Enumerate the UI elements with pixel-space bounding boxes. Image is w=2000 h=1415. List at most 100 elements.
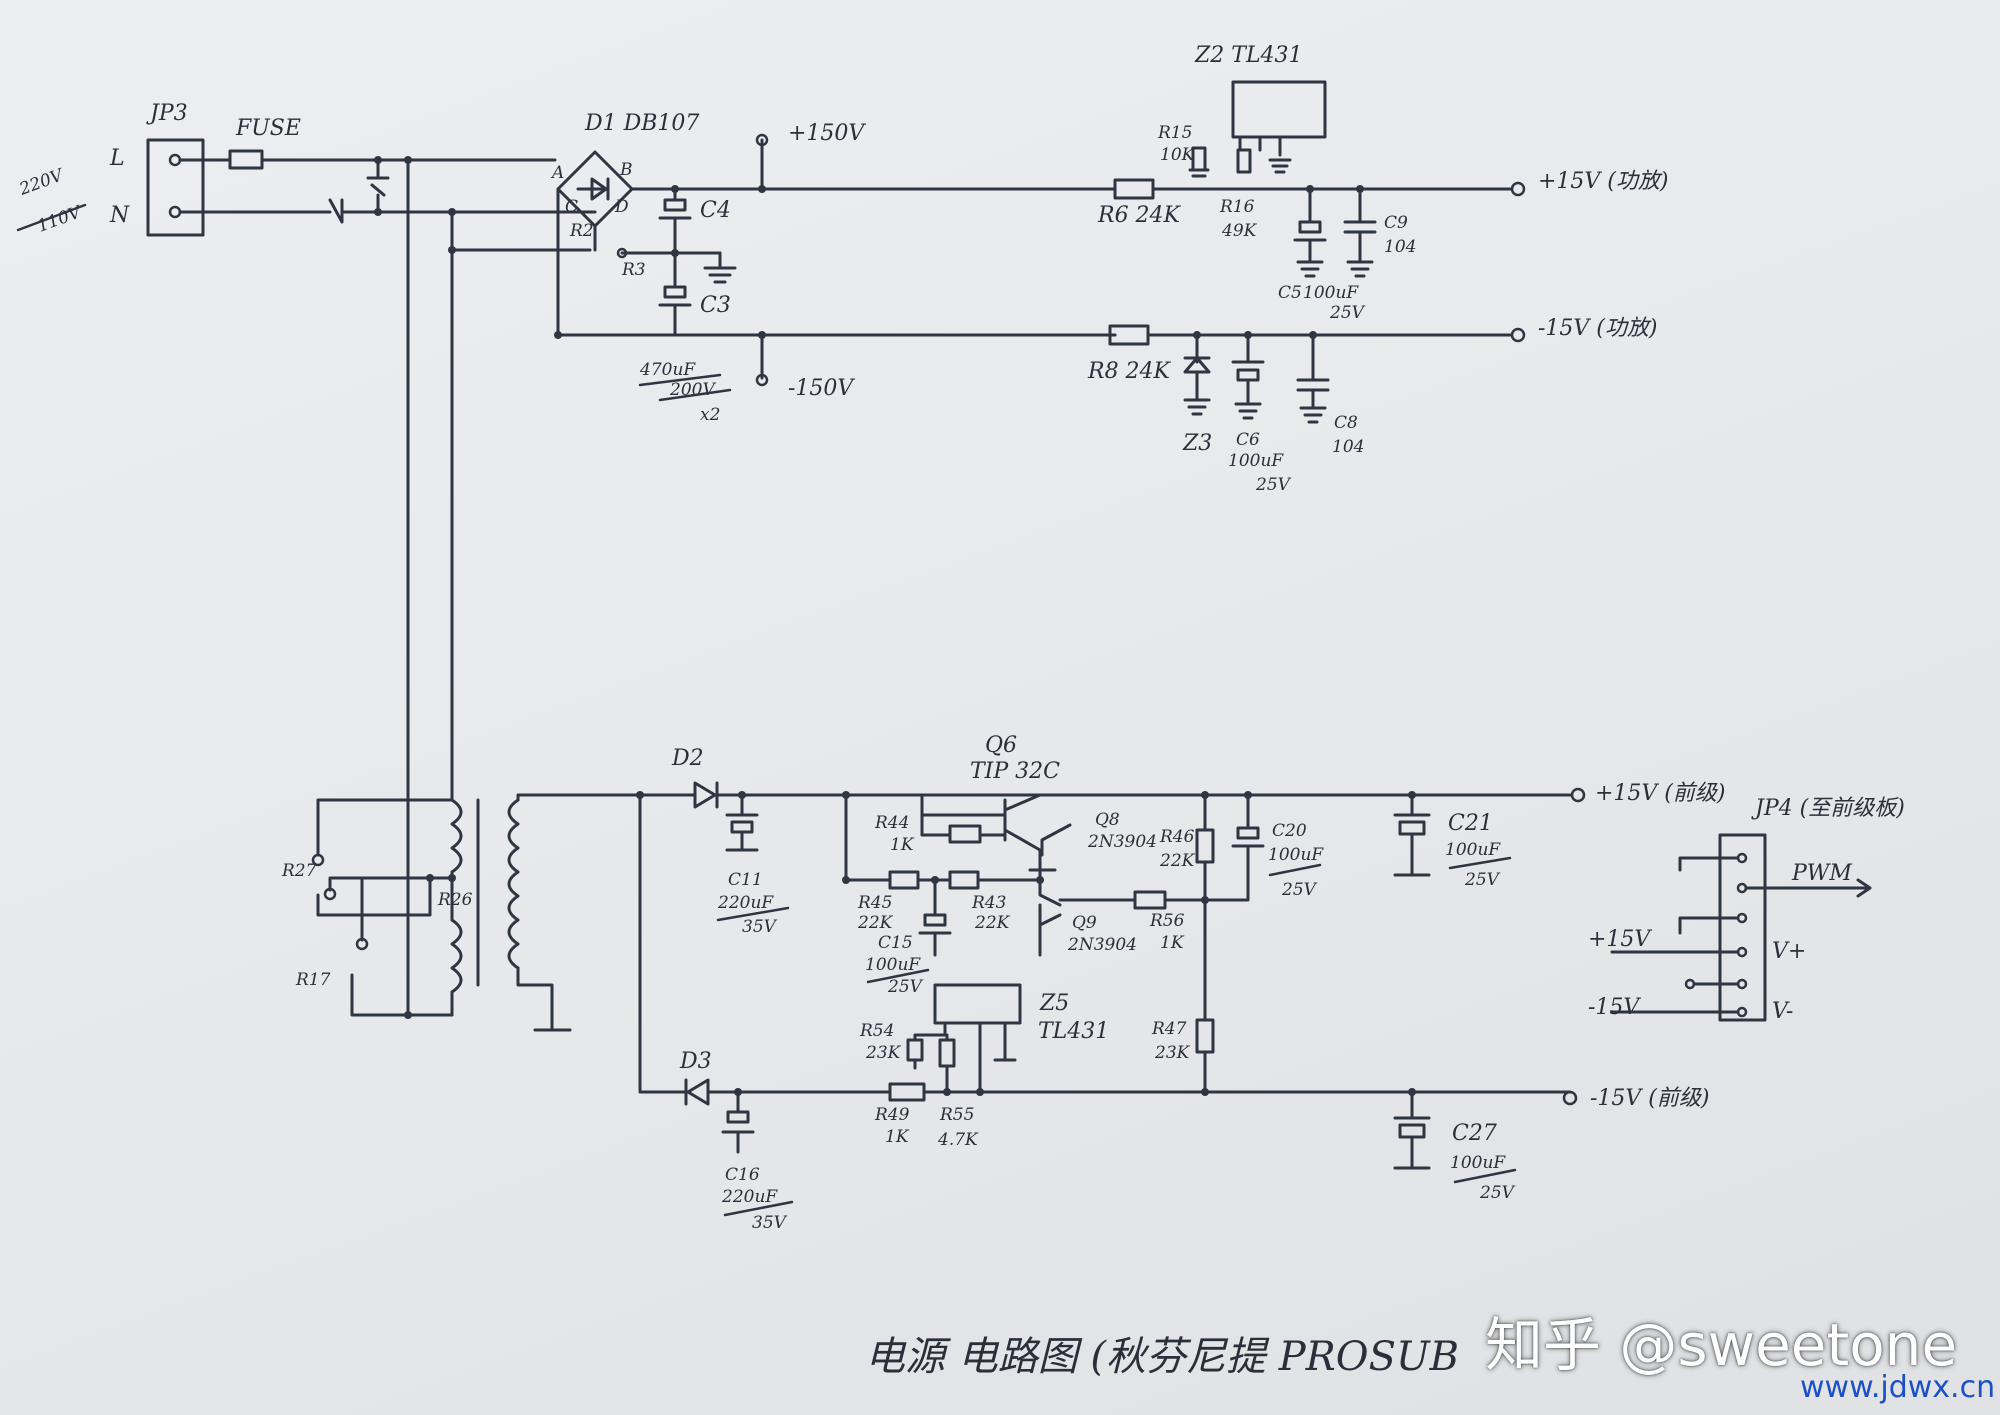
resistor-r54 [906,1033,947,1070]
label-pin-b: B [619,160,633,180]
terminal-minus15-pre [1562,1090,1578,1106]
label-c5: C5 [1278,283,1302,303]
transistor-q9 [1038,878,1137,957]
transformer [450,793,642,1032]
label-c21-voltage: 25V [1464,870,1501,890]
label-r49-value: 1K [885,1127,910,1147]
label-mains-110: 110V [35,202,85,237]
resistor-r55 [938,1033,956,1094]
label-z3: Z3 [1182,431,1212,456]
label-c11-voltage: 35V [742,917,778,937]
label-c20-value: 100uF [1268,845,1324,865]
capacitor-c20 [1203,791,1265,902]
shunt-regulator-z5 [933,983,1022,1094]
terminal-plus15-pre [1570,787,1586,803]
label-d3: D3 [679,1049,712,1074]
label-c15-voltage: 25V [887,977,924,997]
label-r49: R49 [874,1105,910,1125]
resistor-r43 [948,870,1042,890]
label-vplus: V+ [1772,939,1806,964]
label-d2: D2 [671,746,704,771]
connector-jp4 [1610,833,1872,1022]
label-r6: R6 24K [1097,203,1182,228]
terminal-minus15-amp [1510,327,1526,343]
zener-z3 [1183,333,1211,416]
label-r47: R47 [1151,1019,1187,1039]
label-mains-220: 220V [16,165,67,200]
capacitor-c21 [1393,791,1431,877]
label-r55-value: 4.7K [937,1130,979,1150]
label-bulkcap-value: 470uF [639,360,696,380]
label-q8: Q8 [1095,810,1120,830]
label-r3: R3 [621,260,646,280]
label-c27: C27 [1452,1121,1497,1146]
label-q9-type: 2N3904 [1067,935,1137,955]
resistor-r45 [888,870,952,890]
label-r46: R46 [1159,827,1195,847]
label-c4: C4 [700,198,731,223]
site-url[interactable]: www.jdwx.cn [1800,1370,1996,1405]
label-c27-value: 100uF [1450,1153,1506,1173]
label-c6-voltage: 25V [1255,475,1292,495]
label-c11-value: 220uF [717,893,774,913]
label-r2: R2 [569,221,594,241]
capacitor-c16 [721,1090,755,1154]
resistor-r44 [920,813,1007,844]
label-c15-value: 100uF [865,955,921,975]
label-d1: D1 DB107 [584,111,699,136]
label-c21-value: 100uF [1445,840,1501,860]
label-r47-value: 23K [1154,1043,1191,1063]
label-plus15-amp: +15V (功放) [1538,169,1668,194]
resistor-r6 [1113,178,1512,200]
label-r54-value: 23K [865,1043,902,1063]
label-q9: Q9 [1072,913,1097,933]
resistor-r47 [1195,1018,1215,1094]
label-c15: C15 [878,933,913,953]
resistor-r46 [1195,793,1215,1022]
label-pin-a: A [550,163,564,183]
label-r56: R56 [1149,911,1185,931]
resistor-r56 [1133,890,1207,910]
label-plus150: +150V [788,121,866,146]
label-minus150: -150V [788,376,855,401]
label-c20: C20 [1272,821,1307,841]
label-jp4-minus15: -15V [1588,995,1641,1020]
label-z5: Z5 [1039,991,1069,1016]
fuse [178,149,557,170]
label-fuse: FUSE [235,116,301,141]
label-minus15-amp: -15V (功放) [1538,316,1657,341]
capacitor-c8 [1296,333,1330,424]
label-c5-voltage: 25V [1329,303,1366,323]
label-r44: R44 [874,813,909,833]
capacitor-c5 [1293,187,1327,278]
label-jp3: JP3 [146,101,188,126]
label-r15-value: 10K [1160,145,1196,165]
label-c16-value: 220uF [721,1187,778,1207]
connector-jp3 [146,138,205,237]
label-r43-value: 22K [974,913,1011,933]
label-c5-value: 100uF [1303,283,1359,303]
capacitor-c6 [1231,333,1265,420]
resistor-r8 [1108,324,1512,346]
label-bulkcap-qty: x2 [700,405,720,425]
label-r44-value: 1K [890,835,915,855]
label-r16-value: 49K [1221,221,1258,241]
label-c9: C9 [1384,213,1408,233]
terminal-plus15-amp [1510,181,1526,197]
label-c6: C6 [1236,430,1260,450]
label-r54: R54 [859,1021,894,1041]
label-c6-value: 100uF [1228,451,1284,471]
label-q6: Q6 [985,733,1017,758]
label-r46-value: 22K [1159,851,1196,871]
capacitor-c11 [725,791,759,852]
capacitor-c3 [658,285,692,337]
label-q6-type: TIP 32C [970,759,1060,784]
label-q8-type: 2N3904 [1087,832,1157,852]
label-pin-c: C [565,197,578,217]
label-line: L [109,146,125,171]
label-c16-voltage: 35V [752,1213,788,1233]
capacitor-c9 [1343,187,1377,278]
label-r43: R43 [971,893,1006,913]
